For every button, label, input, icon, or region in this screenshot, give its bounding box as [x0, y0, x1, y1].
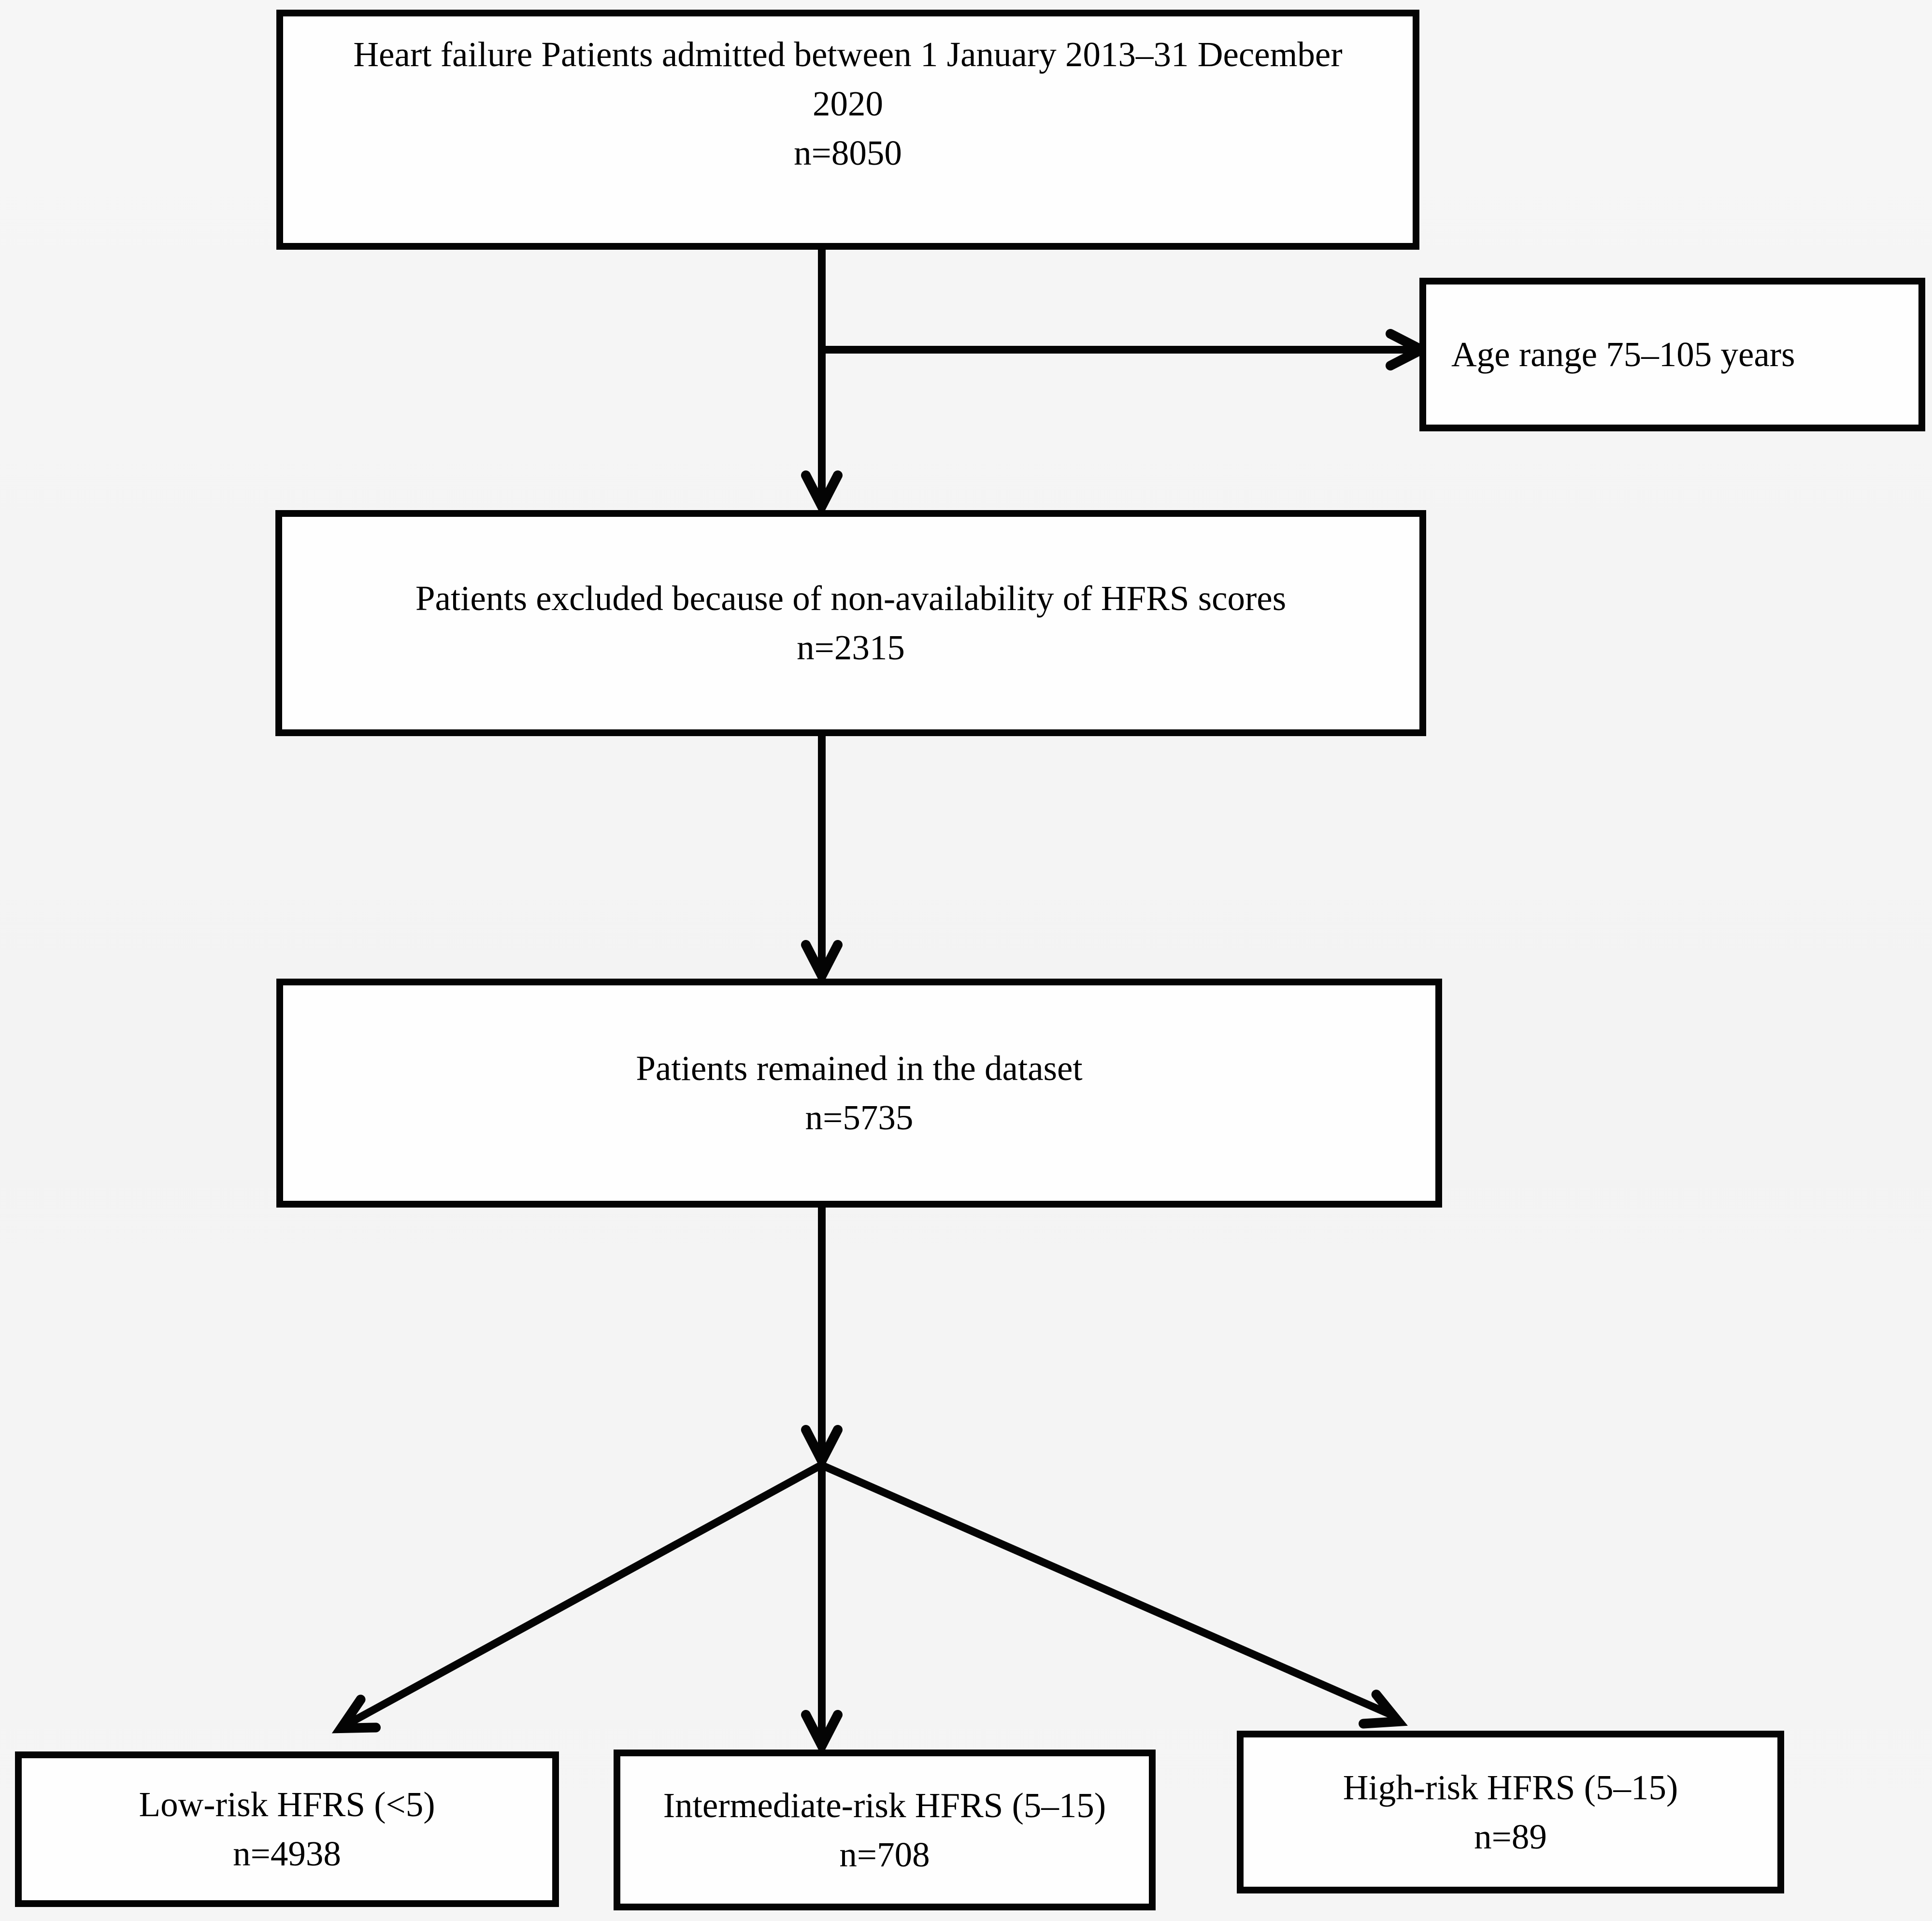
box-high-risk: High-risk HFRS (5–15) n=89 — [1237, 1731, 1784, 1893]
arrowhead-diagonal-low-risk-icon — [331, 1694, 381, 1734]
remained-label: Patients remained in the dataset — [636, 1049, 1083, 1088]
box-remained-patients: Patients remained in the dataset n=5735 — [276, 979, 1442, 1208]
admitted-label: Heart failure Patients admitted between … — [353, 35, 1343, 74]
age-range-label: Age range 75–105 years — [1451, 335, 1795, 374]
arrowhead-down-intermediate-icon — [801, 1710, 843, 1756]
branch-right-high-risk-shaft — [819, 1461, 1395, 1720]
arrowhead-down-remained-icon — [801, 940, 843, 986]
low-risk-label: Low-risk HFRS (<5) — [139, 1785, 435, 1824]
arrowhead-down-excluded-icon — [801, 470, 843, 517]
excluded-label: Patients excluded because of non-availab… — [415, 579, 1287, 618]
box-admitted-patients: Heart failure Patients admitted between … — [276, 10, 1419, 250]
arrowhead-down-junction-icon — [801, 1425, 843, 1471]
intermediate-risk-label: Intermediate-risk HFRS (5–15) — [663, 1785, 1106, 1825]
box-excluded-patients: Patients excluded because of non-availab… — [275, 510, 1426, 736]
admitted-label-year: 2020 — [813, 84, 883, 123]
arrowhead-diagonal-high-risk-icon — [1359, 1690, 1408, 1729]
box-age-range: Age range 75–105 years — [1419, 278, 1925, 431]
high-risk-count: n=89 — [1474, 1817, 1547, 1856]
high-risk-label: High-risk HFRS (5–15) — [1343, 1767, 1678, 1807]
excluded-count: n=2315 — [797, 628, 905, 667]
remained-count: n=5735 — [805, 1098, 914, 1137]
branch-left-low-risk-shaft — [345, 1461, 823, 1728]
box-intermediate-risk: Intermediate-risk HFRS (5–15) n=708 — [614, 1750, 1156, 1910]
admitted-count: n=8050 — [794, 133, 902, 172]
intermediate-risk-count: n=708 — [839, 1835, 930, 1874]
box-low-risk: Low-risk HFRS (<5) n=4938 — [15, 1751, 559, 1907]
low-risk-count: n=4938 — [233, 1834, 341, 1873]
